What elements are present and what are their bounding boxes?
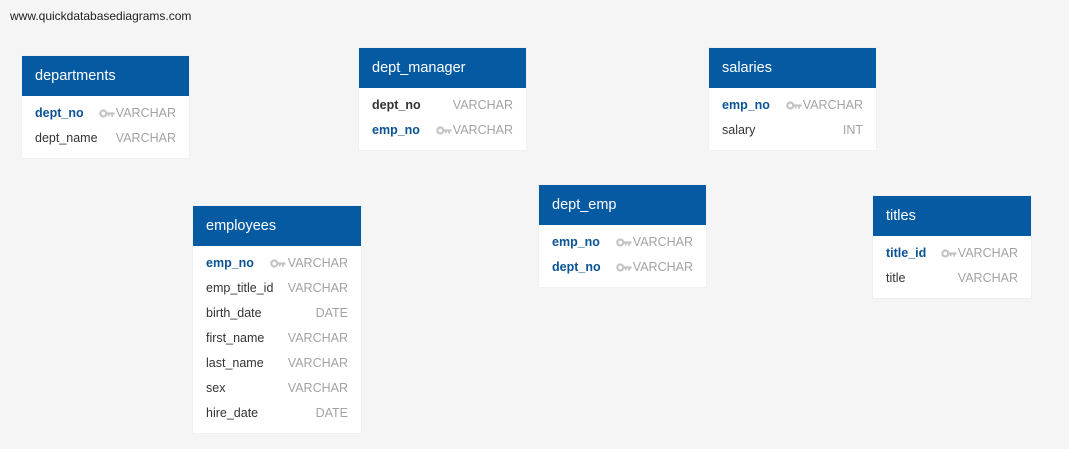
field-row[interactable]: title_id VARCHAR [873, 241, 1031, 266]
field-type: VARCHAR [957, 246, 1018, 260]
key-icon [436, 118, 452, 143]
site-url[interactable]: www.quickdatabasediagrams.com [10, 9, 192, 23]
key-icon [616, 255, 632, 280]
field-type: VARCHAR [632, 235, 693, 249]
table-header[interactable]: employees [193, 206, 361, 246]
field-name: dept_no [372, 98, 421, 112]
field-type: VARCHAR [287, 356, 348, 370]
field-row[interactable]: salary INT [709, 118, 876, 143]
field-type: VARCHAR [632, 260, 693, 274]
field-type: VARCHAR [115, 106, 176, 120]
table-header[interactable]: dept_manager [359, 48, 526, 88]
field-name: emp_no [722, 98, 770, 112]
field-name: salary [722, 123, 756, 137]
field-name: first_name [206, 331, 265, 345]
key-icon [99, 101, 115, 126]
key-icon [270, 251, 286, 276]
field-name: emp_title_id [206, 281, 274, 295]
field-row[interactable]: dept_no VARCHAR [359, 93, 526, 118]
field-type: VARCHAR [287, 331, 348, 345]
field-name: title [886, 271, 906, 285]
field-row[interactable]: title VARCHAR [873, 266, 1031, 291]
table-header[interactable]: titles [873, 196, 1031, 236]
key-icon [616, 230, 632, 255]
field-name: birth_date [206, 306, 262, 320]
field-type: VARCHAR [115, 131, 176, 145]
field-name: emp_no [372, 123, 420, 137]
field-row[interactable]: dept_no VARCHAR [539, 255, 706, 280]
table-header[interactable]: dept_emp [539, 185, 706, 225]
field-type: VARCHAR [957, 271, 1018, 285]
field-name: last_name [206, 356, 264, 370]
field-type: INT [842, 123, 863, 137]
field-name: emp_no [552, 235, 600, 249]
field-row[interactable]: emp_no VARCHAR [709, 93, 876, 118]
field-name: sex [206, 381, 226, 395]
field-row[interactable]: sex VARCHAR [193, 376, 361, 401]
field-row[interactable]: dept_no VARCHAR [22, 101, 189, 126]
field-row[interactable]: first_name VARCHAR [193, 326, 361, 351]
table-salaries[interactable]: salaries emp_no VARCHAR salary INT [709, 48, 876, 150]
field-name: hire_date [206, 406, 259, 420]
table-header[interactable]: departments [22, 56, 189, 96]
field-type: VARCHAR [287, 281, 348, 295]
key-icon [786, 93, 802, 118]
table-header[interactable]: salaries [709, 48, 876, 88]
field-name: dept_no [35, 106, 84, 120]
field-type: DATE [315, 306, 348, 320]
field-type: VARCHAR [287, 256, 348, 270]
field-type: VARCHAR [287, 381, 348, 395]
field-row[interactable]: birth_date DATE [193, 301, 361, 326]
field-row[interactable]: emp_title_id VARCHAR [193, 276, 361, 301]
field-type: VARCHAR [452, 123, 513, 137]
field-type: VARCHAR [802, 98, 863, 112]
field-type: DATE [315, 406, 348, 420]
key-icon [941, 241, 957, 266]
field-name: dept_no [552, 260, 601, 274]
field-name: dept_name [35, 131, 98, 145]
field-row[interactable]: dept_name VARCHAR [22, 126, 189, 151]
field-type: VARCHAR [452, 98, 513, 112]
field-row[interactable]: last_name VARCHAR [193, 351, 361, 376]
field-row[interactable]: emp_no VARCHAR [359, 118, 526, 143]
field-row[interactable]: emp_no VARCHAR [193, 251, 361, 276]
field-row[interactable]: hire_date DATE [193, 401, 361, 426]
table-fields: emp_no VARCHAR salary INT [709, 88, 876, 150]
field-name: emp_no [206, 256, 254, 270]
field-row[interactable]: emp_no VARCHAR [539, 230, 706, 255]
field-name: title_id [886, 246, 927, 260]
